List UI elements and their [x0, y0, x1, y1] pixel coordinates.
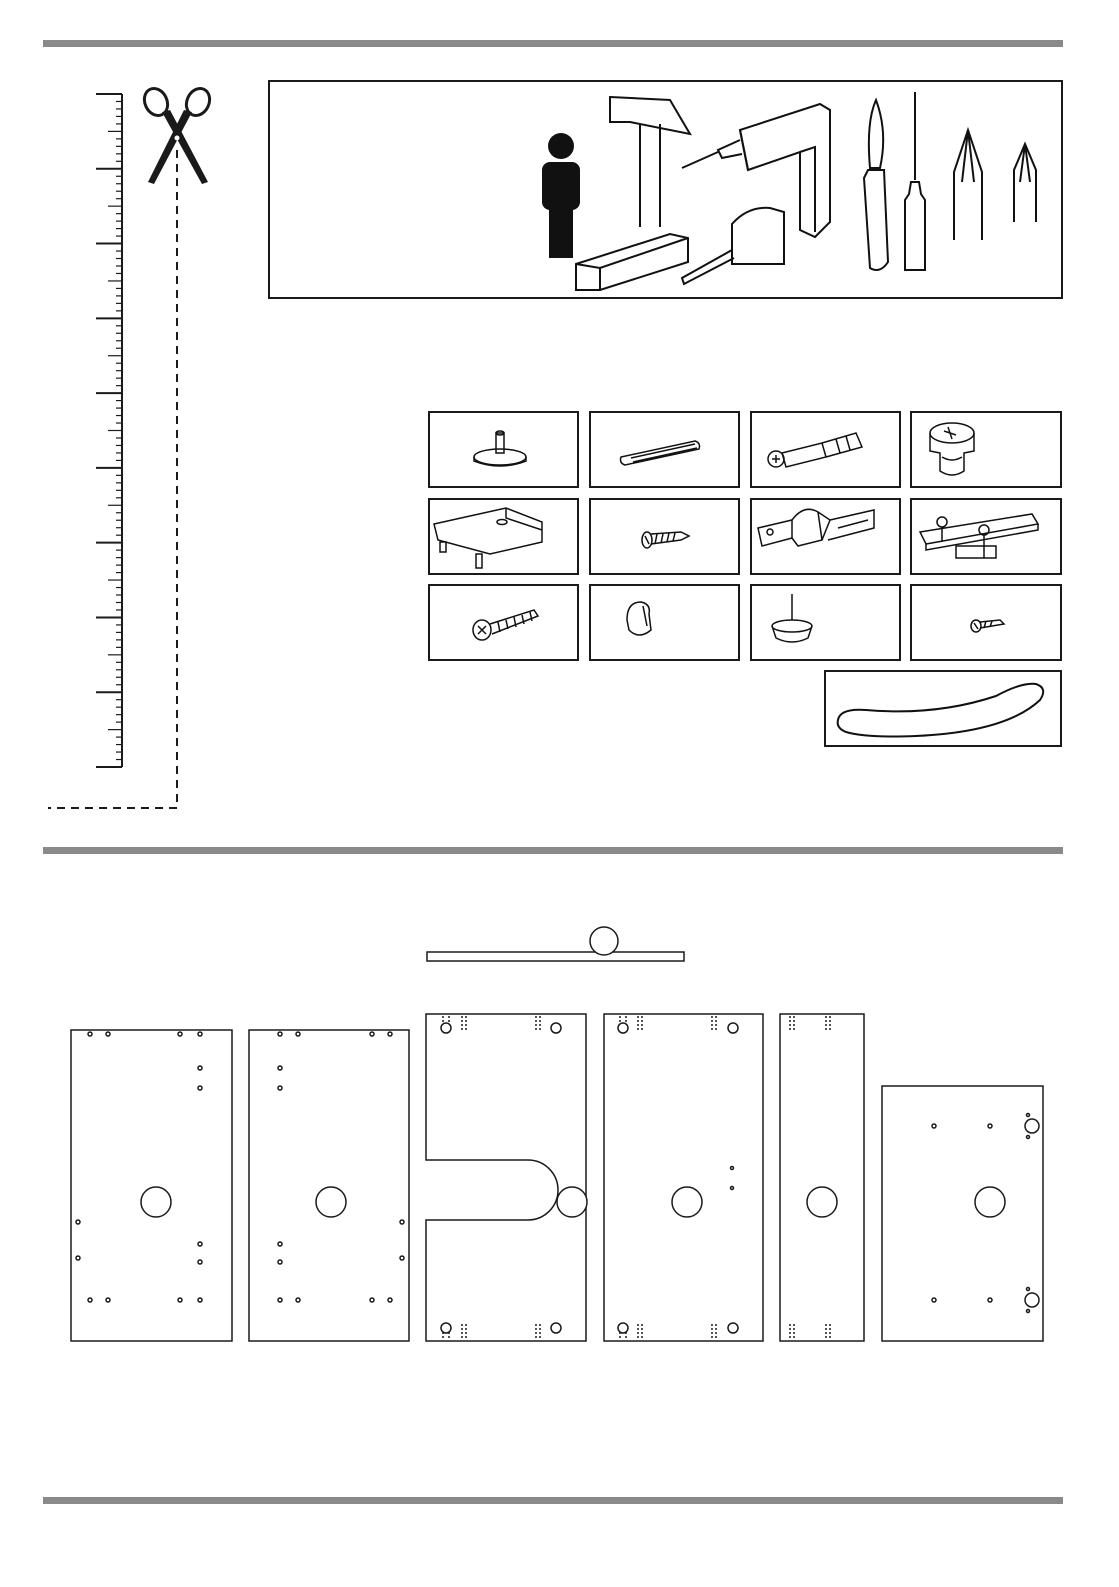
handle-box [824, 670, 1062, 747]
hardware-cell [910, 498, 1062, 575]
hardware-cell [589, 411, 740, 488]
wood-block-icon [576, 234, 688, 290]
small-screw-icon [912, 586, 1060, 659]
door-panel [882, 1086, 1043, 1341]
handle-icon [826, 672, 1060, 745]
shelf-panel [427, 927, 684, 961]
center-panel-cutout [426, 1014, 587, 1341]
side-panel-right [249, 1030, 409, 1341]
hardware-cell [750, 411, 901, 488]
tape-measure-icon [682, 208, 784, 284]
drill-icon [682, 104, 830, 237]
side-panel-left [71, 1030, 232, 1341]
corner-bracket-icon [430, 500, 577, 573]
hardware-cell [589, 498, 740, 575]
scissors-icon [138, 86, 218, 186]
narrow-panel [780, 1014, 864, 1341]
hardware-cell [910, 584, 1062, 661]
screwdriver-icon [905, 92, 925, 270]
hardware-cell [428, 411, 579, 488]
cam-bolt-icon [752, 413, 899, 486]
hardware-cell [589, 584, 740, 661]
hardware-cell [910, 411, 1062, 488]
knife-icon [864, 100, 888, 270]
cut-ruler [40, 80, 200, 820]
middle-panel [604, 1014, 763, 1341]
hinge-icon [752, 500, 899, 573]
long-screw-icon [430, 586, 577, 659]
top-rule [43, 40, 1063, 47]
tools-box [268, 80, 1063, 299]
screwdriver-bit-icon [954, 130, 1036, 240]
middle-rule [43, 847, 1063, 854]
hardware-cell [750, 584, 901, 661]
wooden-dowel-icon [591, 413, 738, 486]
cam-lock-icon [912, 413, 1060, 486]
person-icon [542, 133, 580, 258]
hardware-cell [750, 498, 901, 575]
hinge-plate-icon [912, 500, 1060, 573]
glide-nail-icon [752, 586, 899, 659]
hardware-cell [428, 498, 579, 575]
wood-screw-icon [591, 500, 738, 573]
nail-cap-icon [591, 586, 738, 659]
hardware-cell [428, 584, 579, 661]
panels-diagram [60, 920, 1060, 1360]
hammer-icon [610, 97, 690, 227]
plastic-shelf-support-icon [430, 413, 577, 486]
bottom-rule [43, 1497, 1063, 1504]
